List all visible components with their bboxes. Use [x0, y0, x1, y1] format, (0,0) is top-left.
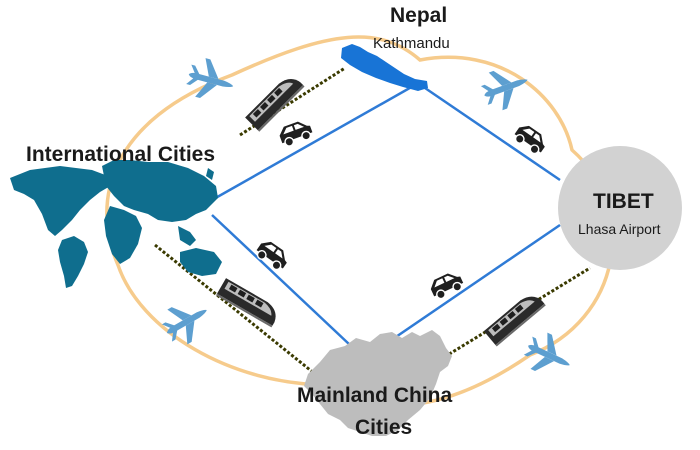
international-cities-label: International Cities: [26, 143, 216, 166]
world-map: [10, 160, 222, 288]
airplane-icon: [519, 327, 579, 384]
airplane-icon: [156, 292, 217, 351]
lhasa-airport-label: Lhasa Airport: [578, 221, 661, 237]
rail-routes: [154, 66, 591, 384]
car-icon: [252, 237, 293, 274]
china-cities-label: Cities: [355, 416, 413, 439]
road-nepal-tibet: [424, 86, 561, 182]
rail-international-china: [154, 243, 326, 384]
mainland-china-label: Mainland China: [297, 384, 453, 407]
car-icon: [427, 268, 467, 302]
car-icon: [276, 117, 315, 149]
road-international-china: [211, 214, 351, 346]
road-international-nepal: [211, 83, 416, 202]
kathmandu-label: Kathmandu: [373, 35, 450, 52]
china-map: [304, 330, 452, 436]
tibet-label: TIBET: [593, 190, 654, 213]
airplane-icon: [183, 54, 239, 106]
nepal-map: [341, 44, 428, 91]
nepal-label: Nepal: [390, 4, 448, 27]
train-icon: [244, 71, 305, 132]
tibet-circle: [558, 146, 682, 270]
train-icon: [482, 289, 547, 347]
